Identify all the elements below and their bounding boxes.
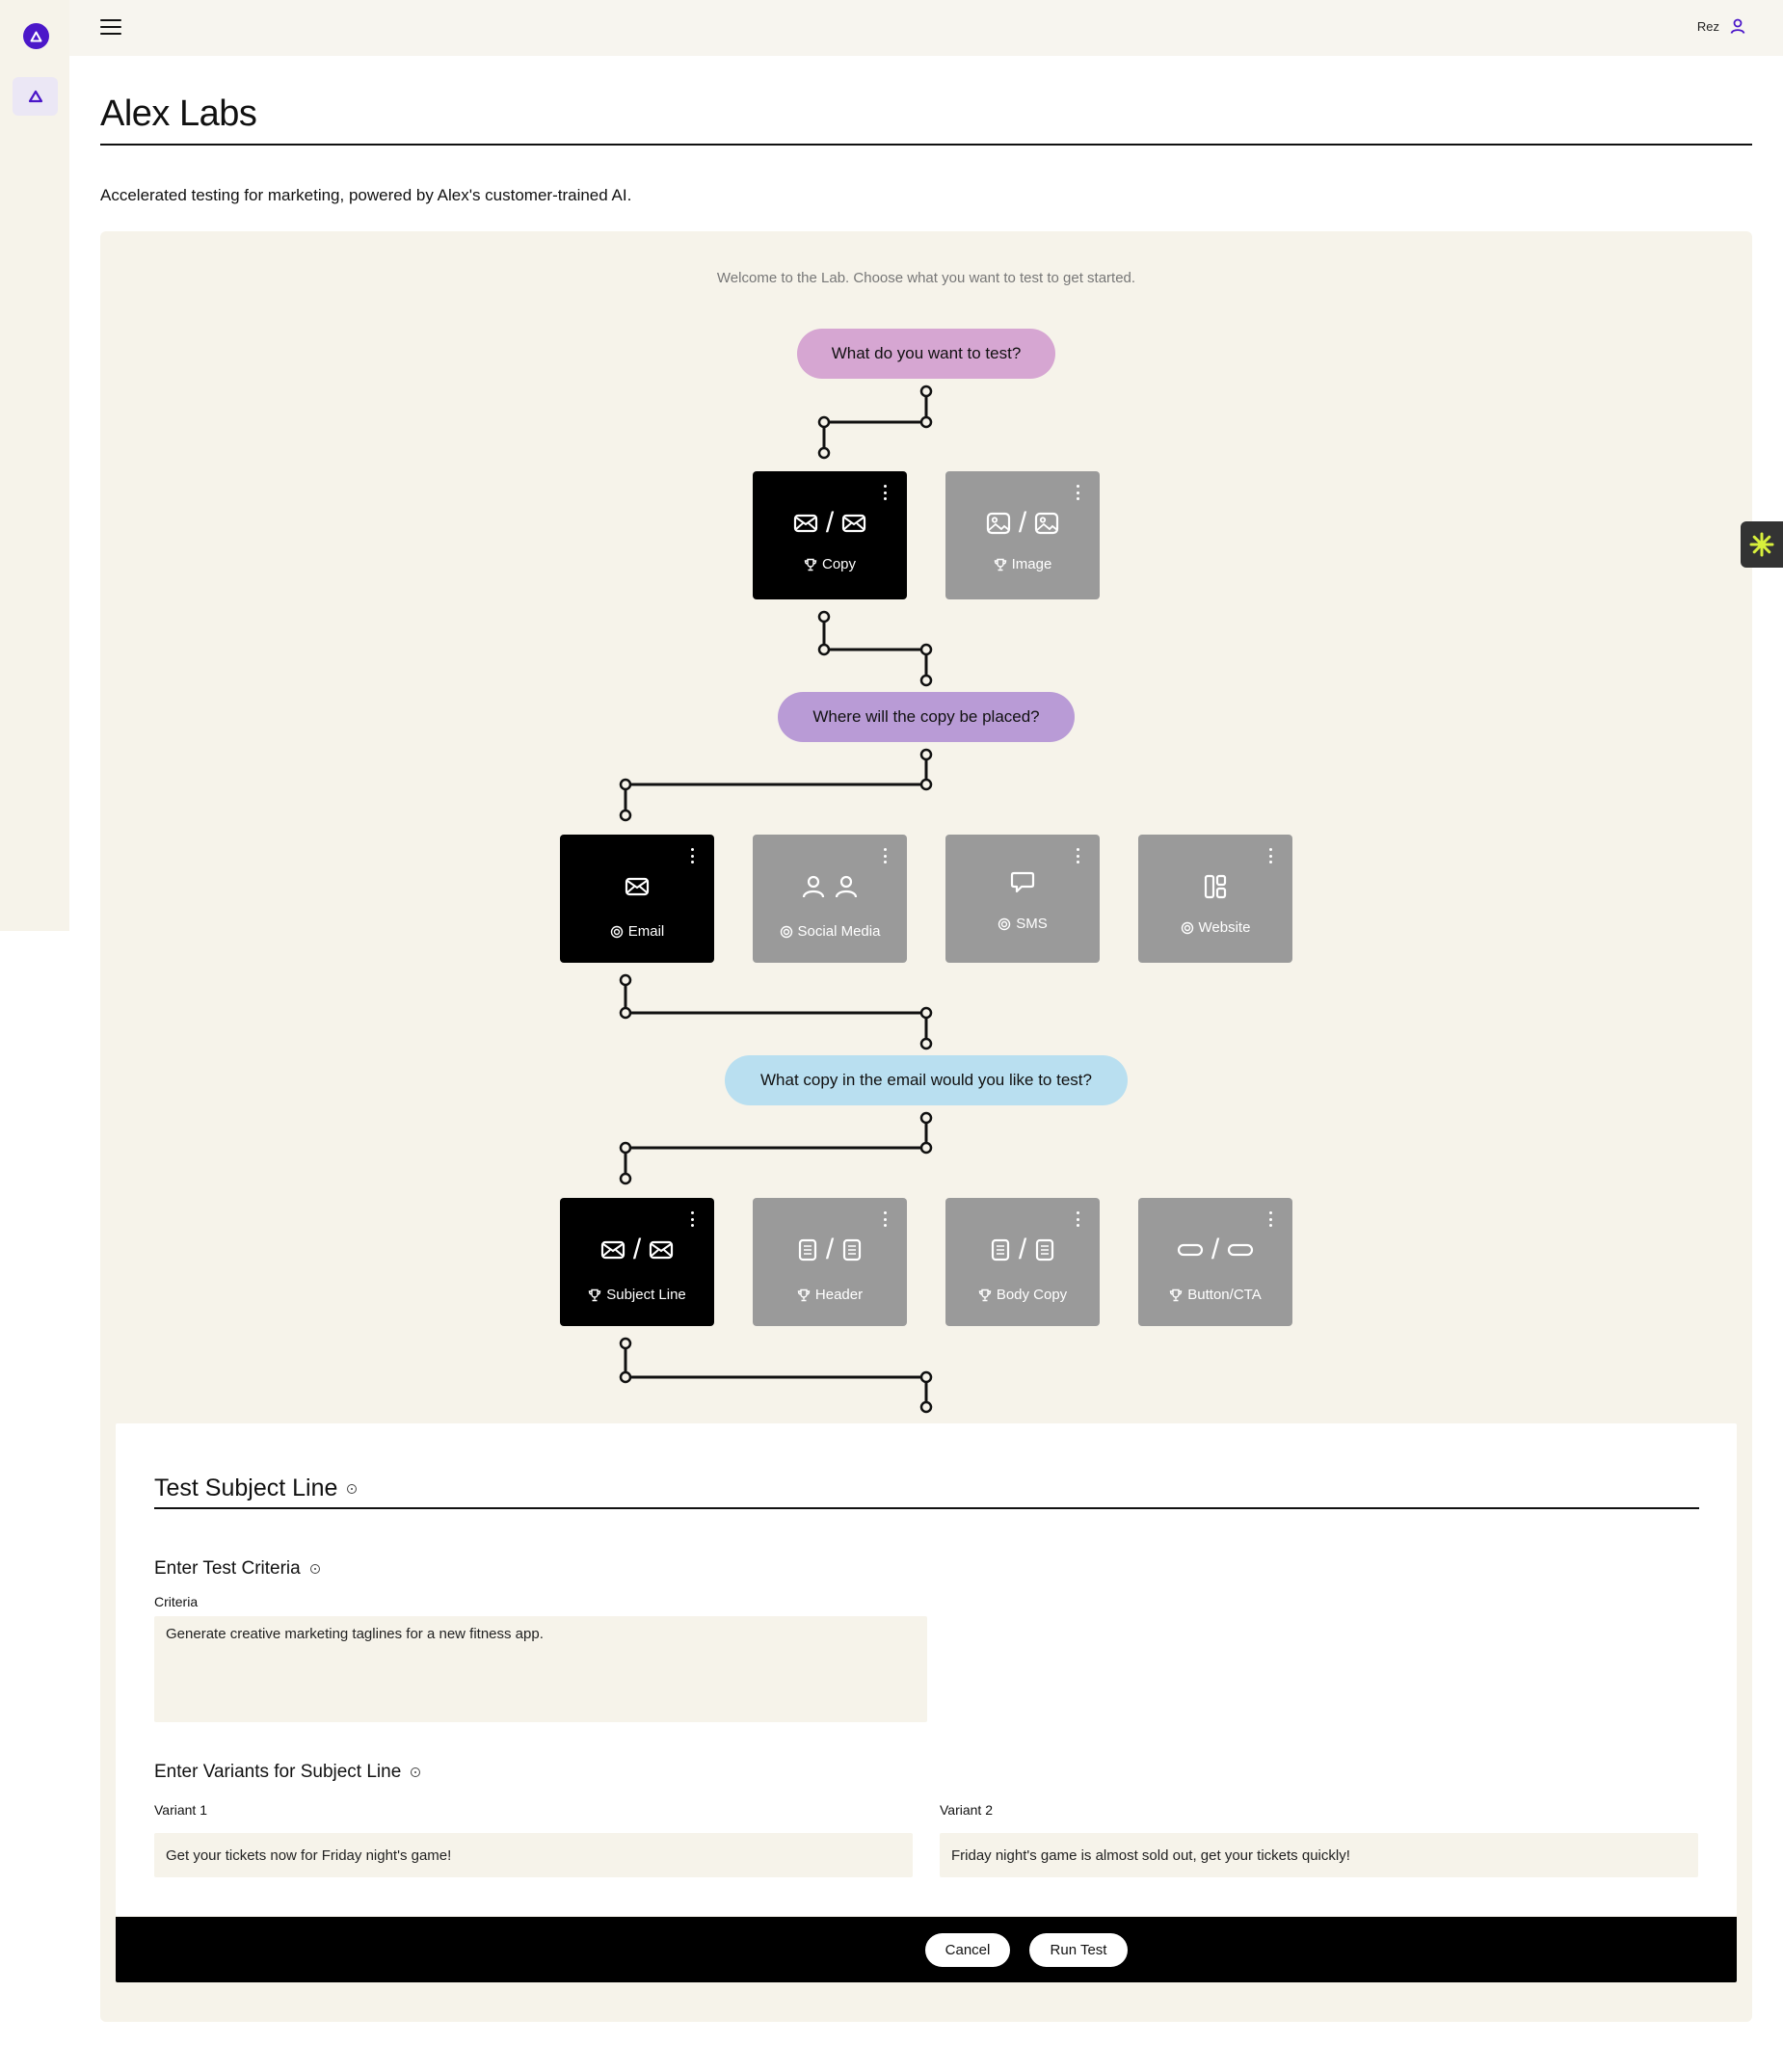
variant1-label: Variant 1 — [154, 1802, 207, 1818]
variants-heading: Enter Variants for Subject Line — [154, 1762, 421, 1783]
criteria-textarea[interactable]: Generate creative marketing taglines for… — [154, 1616, 927, 1722]
left-rail — [0, 0, 69, 931]
run-test-button[interactable]: Run Test — [1029, 1933, 1128, 1967]
trophy-icon — [797, 1288, 811, 1301]
lab-canvas: Welcome to the Lab. Choose what you want… — [100, 231, 1752, 2022]
brand-logo-icon[interactable] — [23, 23, 49, 49]
form-title-text: Test Subject Line — [154, 1474, 338, 1501]
form-title: Test Subject Line — [154, 1474, 358, 1502]
more-options-icon[interactable] — [689, 848, 695, 863]
option-label: Header — [814, 1287, 864, 1303]
more-options-icon[interactable] — [1267, 1211, 1273, 1227]
chat-bubble-icon — [945, 867, 1100, 898]
trophy-icon — [1170, 1288, 1183, 1301]
button-compare-icon: / — [1138, 1235, 1292, 1265]
trophy-icon — [804, 558, 817, 571]
criteria-heading: Enter Test Criteria — [154, 1558, 320, 1580]
question-copy-placement: Where will the copy be placed? — [778, 692, 1075, 742]
more-options-icon[interactable] — [689, 1211, 695, 1227]
form-title-divider — [154, 1507, 1699, 1509]
target-icon — [1181, 921, 1193, 934]
users-icon — [753, 871, 907, 902]
page-subtitle: Accelerated testing for marketing, power… — [100, 186, 632, 204]
variant1-input[interactable] — [154, 1833, 913, 1877]
option-sms[interactable]: SMS — [945, 835, 1100, 963]
flow-connectors — [619, 385, 933, 1414]
option-social-media[interactable]: Social Media — [753, 835, 907, 963]
option-email[interactable]: Email — [560, 835, 714, 963]
welcome-text: Welcome to the Lab. Choose what you want… — [716, 270, 1136, 286]
variant2-input[interactable] — [940, 1833, 1698, 1877]
envelope-compare-icon: / — [753, 508, 907, 539]
more-options-icon[interactable] — [1075, 1211, 1080, 1227]
user-icon — [1730, 18, 1745, 34]
option-label: Subject Line — [606, 1287, 686, 1303]
question-email-copy: What copy in the email would you like to… — [725, 1055, 1128, 1105]
title-divider — [100, 144, 1752, 146]
document-compare-icon: / — [753, 1235, 907, 1265]
option-button-cta[interactable]: / Button/CTA — [1138, 1198, 1292, 1326]
triangle-icon — [28, 90, 42, 103]
rail-nav-labs[interactable] — [13, 77, 58, 116]
user-menu[interactable]: Rez — [1697, 17, 1746, 35]
option-body-copy[interactable]: / Body Copy — [945, 1198, 1100, 1326]
envelope-compare-icon: / — [560, 1235, 714, 1265]
image-compare-icon: / — [945, 508, 1100, 539]
option-label: Image — [1011, 556, 1052, 572]
option-copy[interactable]: / Copy — [753, 471, 907, 599]
test-form-panel: Test Subject Line Enter Test Criteria Cr… — [116, 1423, 1737, 1916]
page-title: Alex Labs — [100, 93, 257, 134]
option-label: Copy — [821, 556, 857, 572]
variants-heading-text: Enter Variants for Subject Line — [154, 1762, 402, 1782]
option-label: SMS — [1016, 916, 1048, 932]
option-image[interactable]: / Image — [945, 471, 1100, 599]
action-bar: Cancel Run Test — [116, 1917, 1737, 1982]
more-options-icon[interactable] — [1267, 848, 1273, 863]
option-label: Button/CTA — [1187, 1287, 1262, 1303]
more-options-icon[interactable] — [882, 848, 888, 863]
cancel-button[interactable]: Cancel — [925, 1933, 1010, 1967]
variant2-label: Variant 2 — [940, 1802, 993, 1818]
option-label: Email — [627, 923, 665, 940]
option-subject-line[interactable]: / Subject Line — [560, 1198, 714, 1326]
trophy-icon — [589, 1288, 601, 1301]
more-options-icon[interactable] — [882, 1211, 888, 1227]
target-icon — [780, 925, 792, 938]
more-options-icon[interactable] — [1075, 848, 1080, 863]
assistant-widget[interactable] — [1741, 521, 1783, 568]
question-what-to-test: What do you want to test? — [797, 329, 1055, 379]
more-options-icon[interactable] — [1075, 485, 1080, 500]
more-options-icon[interactable] — [882, 485, 888, 500]
option-header[interactable]: / Header — [753, 1198, 907, 1326]
info-icon[interactable] — [347, 1483, 358, 1494]
info-icon[interactable] — [309, 1564, 320, 1574]
user-name: Rez — [1696, 18, 1719, 34]
target-icon — [998, 917, 1011, 930]
menu-icon[interactable] — [100, 19, 121, 35]
target-icon — [610, 925, 623, 938]
option-label: Social Media — [797, 923, 881, 940]
sparkle-icon — [1749, 532, 1774, 557]
trophy-icon — [978, 1288, 992, 1301]
test-flow: What do you want to test? / Copy / — [100, 231, 1752, 1426]
option-website[interactable]: Website — [1138, 835, 1292, 963]
option-label: Body Copy — [996, 1287, 1068, 1303]
layout-icon — [1138, 871, 1292, 902]
info-icon[interactable] — [411, 1767, 421, 1777]
option-label: Website — [1198, 919, 1251, 936]
criteria-heading-text: Enter Test Criteria — [154, 1558, 301, 1579]
criteria-label: Criteria — [154, 1594, 199, 1609]
trophy-icon — [994, 558, 1006, 571]
envelope-icon — [560, 871, 714, 902]
document-compare-icon: / — [945, 1235, 1100, 1265]
top-bar: Rez — [69, 0, 1783, 56]
